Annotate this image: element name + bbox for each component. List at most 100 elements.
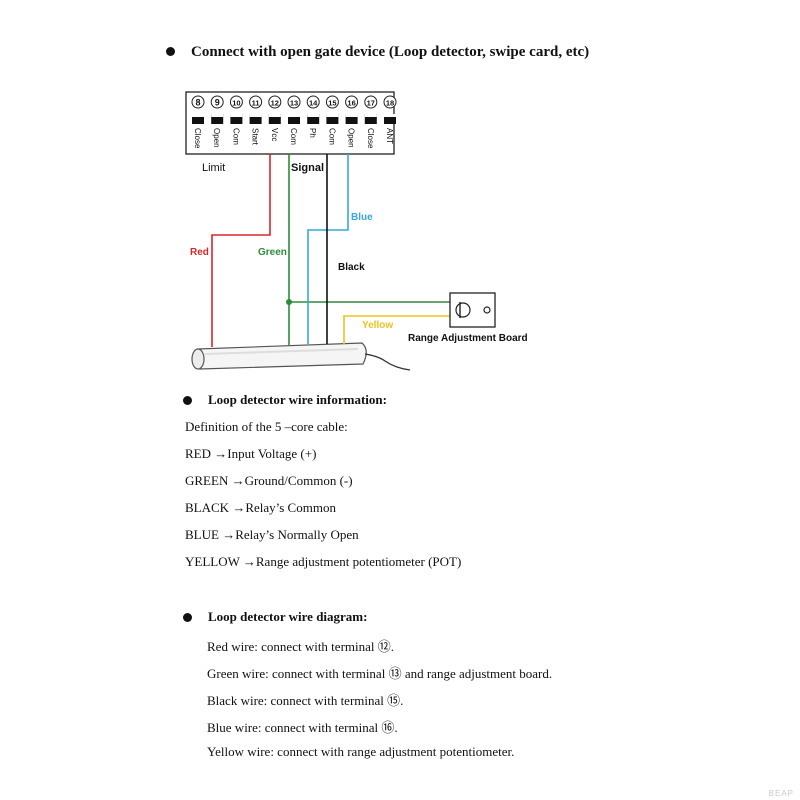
wire-color-name: YELLOW (185, 554, 240, 569)
board-hole-icon (483, 306, 491, 314)
limit-label: Limit (202, 162, 225, 174)
blue-wire-label: Blue (351, 212, 373, 223)
wire-description: Range adjustment potentiometer (POT) (255, 554, 462, 569)
main-heading: Connect with open gate device (Loop dete… (166, 44, 589, 61)
black-wire-label: Black (338, 262, 365, 273)
arrow-right-icon: → (228, 473, 245, 488)
diagram-line: Blue wire: connect with terminal ⑯. (207, 720, 398, 735)
diagram-line: Green wire: connect with terminal ⑬ and … (207, 666, 553, 681)
wire-color-name: RED (185, 446, 211, 461)
terminal-screw (211, 114, 224, 124)
info-heading: Loop detector wire information: (183, 392, 387, 408)
green-wire-label: Green (258, 247, 287, 258)
terminal-number-circle (249, 95, 263, 109)
diagram-heading: Loop detector wire diagram: (183, 609, 367, 625)
wire-description: Ground/Common (-) (244, 473, 353, 488)
bullet-icon (166, 47, 175, 57)
yellow-wire (343, 315, 450, 344)
arrow-right-icon: → (229, 500, 246, 515)
terminal-number: 12 (271, 99, 279, 108)
blue-wire (307, 154, 349, 344)
terminal-number: 15 (328, 99, 336, 108)
terminal-screw (384, 114, 396, 124)
terminal-number-circle (325, 95, 339, 109)
terminal-number-circle (383, 95, 397, 109)
terminal-screw (364, 114, 377, 124)
wire-color-name: BLUE (185, 527, 219, 542)
range-board-label: Range Adjustment Board (408, 333, 528, 344)
yellow-wire-label: Yellow (362, 320, 393, 331)
wire-color-name: GREEN (185, 473, 229, 488)
diagram-line: Red wire: connect with terminal ⑫. (207, 639, 395, 654)
terminal-label: Open (212, 128, 221, 148)
info-item: RED →Input Voltage (+) (185, 446, 316, 462)
arrow-right-icon: → (218, 527, 236, 542)
terminal-label: Close (193, 128, 202, 149)
red-wire-label: Red (190, 247, 209, 258)
terminal-number: 8 (195, 98, 200, 108)
info-item: BLUE →Relay’s Normally Open (185, 527, 359, 543)
terminal-group: 8Close9Open10Com11Start12Vcc13Com14Ph15C… (191, 95, 397, 149)
green-junction (286, 299, 292, 305)
info-heading-text: Loop detector wire information: (208, 392, 387, 407)
terminal-screw (326, 114, 339, 124)
terminal-screw (192, 114, 204, 124)
terminal-label: Close (366, 128, 375, 149)
info-item: BLACK →Relay’s Common (185, 500, 336, 516)
diagram-heading-text: Loop detector wire diagram: (208, 609, 368, 624)
loop-detector-tube (191, 342, 411, 371)
terminal-screw (345, 114, 358, 124)
arrow-right-icon: → (211, 446, 228, 461)
terminal-label: Open (347, 128, 356, 148)
diagram-line: Yellow wire: connect with range adjustme… (207, 744, 515, 759)
watermark: BEAP (768, 789, 794, 798)
terminal-number: 14 (309, 99, 318, 108)
terminal-number-circle (210, 95, 224, 109)
terminal-number: 13 (290, 99, 298, 108)
terminal-number-circle (287, 95, 301, 109)
terminal-number: 10 (232, 99, 240, 108)
terminal-number: 17 (367, 99, 375, 108)
potentiometer-icon (455, 302, 471, 318)
terminal-number: 9 (215, 98, 220, 108)
terminal-number-circle (191, 95, 205, 109)
info-item: GREEN →Ground/Common (-) (185, 473, 353, 489)
terminal-screw (268, 114, 281, 124)
terminal-number-circle (306, 95, 320, 109)
terminal-screw (249, 114, 262, 124)
main-heading-text: Connect with open gate device (Loop dete… (191, 44, 590, 60)
terminal-number: 11 (252, 99, 260, 108)
bullet-icon (183, 612, 192, 622)
terminal-number-circle (229, 95, 243, 109)
wire-color-name: BLACK (185, 500, 230, 515)
info-item: YELLOW →Range adjustment potentiometer (… (185, 554, 461, 570)
terminal-label: Com (231, 128, 240, 145)
terminal-screw (307, 114, 320, 124)
terminal-label: Ph (308, 128, 317, 138)
terminal-label: Com (327, 128, 336, 145)
terminal-number-circle (364, 95, 378, 109)
terminal-number-circle (268, 95, 282, 109)
wire-description: Relay’s Normally Open (235, 527, 359, 542)
terminal-number: 16 (347, 99, 355, 108)
bullet-icon (183, 395, 192, 405)
red-wire (211, 154, 271, 347)
signal-label: Signal (291, 162, 324, 174)
wire-description: Input Voltage (+) (227, 446, 317, 461)
terminal-screw (288, 114, 300, 124)
diagram-line: Black wire: connect with terminal ⑮. (207, 693, 404, 708)
terminal-screw (230, 114, 243, 124)
terminal-number-circle (345, 95, 359, 109)
terminal-label: Start (251, 128, 260, 146)
